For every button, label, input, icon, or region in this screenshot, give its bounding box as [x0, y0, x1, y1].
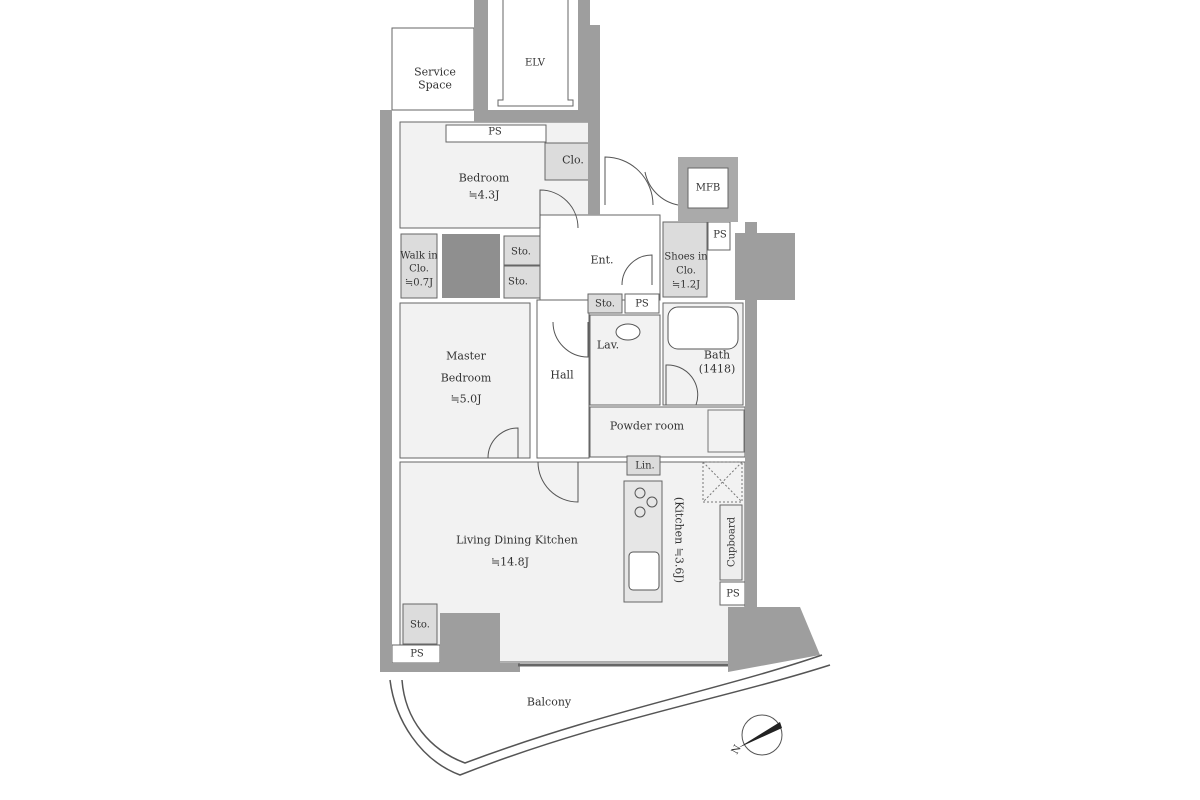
elv-shaft-outline	[497, 0, 574, 107]
label-ps-mfb: PS	[713, 229, 727, 241]
bedroom-right-wall	[588, 25, 600, 215]
washer-icon	[707, 409, 745, 453]
label-kitchen: (Kitchen ≒3.6J)	[672, 496, 686, 584]
elv-bottom-wall	[474, 110, 590, 122]
ldk-door	[537, 461, 579, 503]
master-door	[487, 427, 519, 459]
label-powder-room: Powder room	[609, 419, 685, 433]
label-master-2: Bedroom	[440, 371, 492, 385]
label-mfb: MFB	[695, 182, 721, 194]
label-ps-bottom: PS	[410, 648, 424, 660]
compass-icon	[738, 714, 783, 756]
label-ps-mid: PS	[635, 298, 649, 310]
elv-right-wall	[578, 0, 590, 122]
master-bedroom-area	[399, 302, 531, 459]
label-cupboard: Cupboard	[726, 516, 738, 568]
label-ps-kitchen: PS	[726, 588, 740, 600]
bottom-wall	[380, 663, 520, 672]
label-ldk: Living Dining Kitchen	[456, 533, 578, 547]
gray-block-bottom-left	[440, 613, 500, 668]
sink-icon	[628, 551, 660, 591]
label-ent: Ent.	[590, 253, 614, 267]
gray-block-wic	[442, 234, 500, 298]
ps-top-box	[445, 124, 547, 143]
sto-box-1	[503, 235, 541, 266]
gray-block-bottom-right	[728, 607, 820, 672]
left-outer-wall	[380, 110, 392, 672]
sto-box-3	[587, 293, 623, 314]
entrance-door	[604, 156, 654, 206]
label-hall: Hall	[550, 368, 574, 382]
lin-box	[626, 455, 661, 476]
label-master-1: Master	[446, 349, 486, 363]
right-outer-wall	[745, 222, 757, 610]
balcony-outline	[389, 654, 831, 776]
label-service-space: Service Space	[414, 65, 456, 91]
label-ldk-area: ≒14.8J	[490, 555, 530, 569]
shoes-door	[621, 254, 653, 286]
label-shoes-1: Shoes in	[664, 251, 708, 263]
mfb-door	[644, 171, 679, 206]
label-walk-in-2: Clo.	[409, 263, 429, 275]
cupboard-box	[719, 504, 743, 581]
clo-box	[544, 142, 591, 181]
label-sto-2: Sto.	[508, 276, 528, 288]
ps-mid-box	[624, 293, 660, 314]
bathtub-icon	[667, 306, 739, 350]
sto-ldk-box	[402, 603, 438, 645]
lav-door	[552, 321, 589, 358]
toilet-icon	[615, 323, 641, 341]
label-bedroom: Bedroom	[458, 171, 510, 185]
label-balcony: Balcony	[526, 695, 572, 709]
label-elv: ELV	[525, 57, 545, 69]
elv-left-wall	[474, 0, 488, 122]
label-bedroom-area: ≒4.3J	[468, 188, 500, 202]
bath-door	[665, 364, 699, 406]
label-lav: Lav.	[596, 338, 620, 352]
label-walk-in-area: ≒0.7J	[404, 277, 434, 289]
shoes-in-clo-box	[662, 221, 708, 298]
label-bath-size: (1418)	[698, 362, 736, 376]
cross-box	[702, 461, 743, 503]
gray-block-right	[735, 233, 795, 300]
label-clo: Clo.	[562, 153, 584, 167]
stove-icon	[634, 487, 658, 518]
label-walk-in-1: Walk in	[400, 250, 438, 262]
sto-box-2	[503, 265, 541, 299]
label-bath: Bath	[703, 348, 731, 362]
label-shoes-area: ≒1.2J	[671, 279, 701, 291]
label-sto-3: Sto.	[595, 298, 615, 310]
label-master-area: ≒5.0J	[450, 392, 482, 406]
hall-area	[536, 299, 590, 459]
label-sto-ldk: Sto.	[410, 619, 430, 631]
label-shoes-2: Clo.	[676, 265, 696, 277]
powder-room-area	[589, 406, 746, 458]
service-space-box	[391, 27, 475, 111]
bedroom-door	[539, 189, 579, 229]
walk-in-clo-box	[400, 233, 438, 299]
label-ps-top: PS	[488, 126, 502, 138]
label-sto-1: Sto.	[511, 246, 531, 258]
label-lin: Lin.	[635, 460, 655, 472]
